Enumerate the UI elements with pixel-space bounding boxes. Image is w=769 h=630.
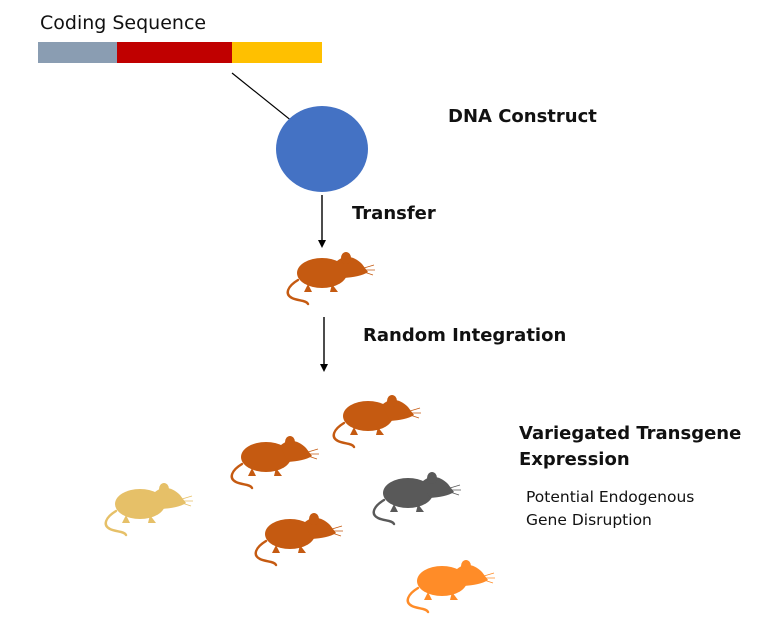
random-integration-label: Random Integration bbox=[363, 325, 567, 346]
offspring-mouse-2-icon bbox=[230, 434, 321, 490]
offspring-mouse-1-icon bbox=[332, 393, 423, 449]
variegated-expression-line-2: Expression bbox=[519, 449, 630, 470]
coding-sequence-segment-2 bbox=[117, 42, 232, 63]
dna-construct-label: DNA Construct bbox=[448, 106, 597, 127]
gene-disruption-line-2: Gene Disruption bbox=[526, 511, 652, 529]
coding-sequence-label: Coding Sequence bbox=[40, 12, 207, 34]
dna-construct-circle bbox=[276, 106, 368, 192]
transfer-label: Transfer bbox=[352, 203, 436, 224]
variegated-expression-title: Variegated Transgene Expression bbox=[519, 421, 764, 473]
offspring-mouse-4-icon bbox=[372, 470, 463, 526]
offspring-mouse-3-icon bbox=[104, 481, 195, 537]
coding-sequence-segment-1 bbox=[38, 42, 117, 63]
offspring-mouse-5-icon bbox=[254, 511, 345, 567]
offspring-mouse-6-icon bbox=[406, 558, 497, 614]
founder-mouse-icon bbox=[286, 250, 377, 306]
gene-disruption-line-1: Potential Endogenous bbox=[526, 488, 695, 506]
variegated-expression-line-1: Variegated Transgene bbox=[519, 423, 742, 444]
coding-sequence-segment-3 bbox=[232, 42, 322, 63]
coding-sequence-bar bbox=[38, 42, 322, 63]
gene-disruption-note: Potential Endogenous Gene Disruption bbox=[526, 486, 756, 532]
